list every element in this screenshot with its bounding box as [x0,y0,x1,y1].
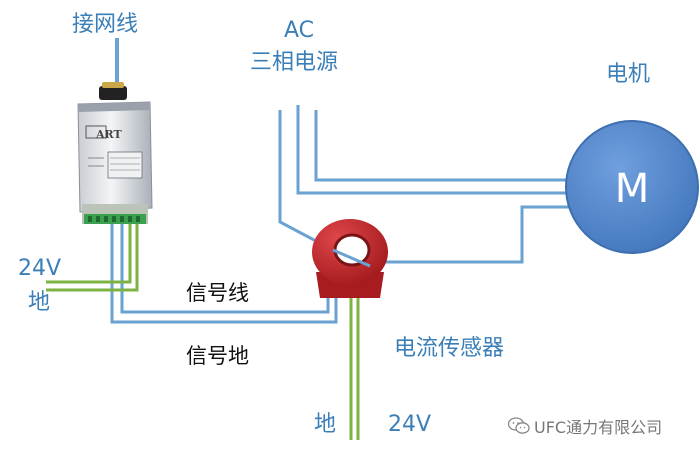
motor [565,120,699,254]
sensor-pass-wire [332,248,371,268]
watermark: UFC通力有限公司 [508,414,662,438]
network-cable-label: 接网线 [72,12,139,37]
three-phase-label: 三相电源 [250,50,339,75]
signal-ground-label: 信号地 [186,344,249,368]
motor-letter: M [615,166,650,212]
wechat-icon [508,417,530,434]
power-wires-left [46,222,139,292]
motor-label: 电机 [606,62,651,87]
power-24v-bottom-label: 24V [388,412,432,437]
module-brand: ART [95,128,122,141]
power-wires-bottom [349,292,360,440]
ac-label: AC [284,18,315,43]
io-module [77,82,153,224]
motor-return-wire [385,205,574,264]
power-24v-left-label: 24V [18,256,62,281]
signal-wires [110,222,338,324]
signal-line-label: 信号线 [186,281,249,305]
current-sensor [312,219,388,298]
ground-left-label: 地 [28,290,51,315]
watermark-text: UFC通力有限公司 [534,418,663,437]
current-sensor-label: 电流传感器 [394,336,505,361]
ground-bottom-label: 地 [314,412,337,437]
